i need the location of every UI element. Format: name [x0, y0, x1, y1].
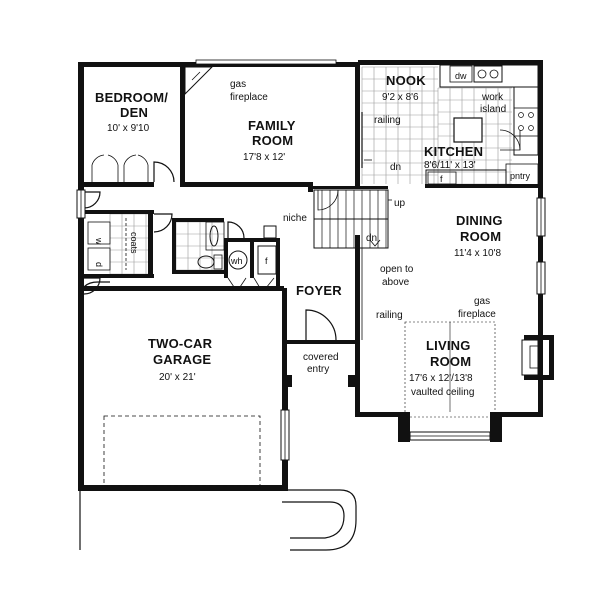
bedroom-dims: 10' x 9'10: [107, 123, 150, 134]
washer-label: w: [94, 237, 104, 245]
fridge-label: f: [440, 174, 443, 184]
bedroom-name-1: BEDROOM/: [95, 90, 168, 105]
garage-door: [103, 415, 261, 487]
family-name-2: ROOM: [252, 133, 293, 148]
annotation-labels: gas fireplace railing dn up dn open to a…: [94, 71, 531, 321]
living-name-2: ROOM: [430, 354, 471, 369]
coats-label: coats: [129, 232, 139, 254]
stairs: [313, 112, 392, 340]
nook-dims: 9'2 x 8'6: [382, 92, 419, 103]
bedroom-name-2: DEN: [120, 105, 148, 120]
open-to-label-1: open to: [380, 264, 414, 275]
living-fireplace-label-2: fireplace: [458, 309, 496, 320]
family-name-1: FAMILY: [248, 118, 296, 133]
dn-stair-label: dn: [366, 233, 377, 244]
living-dims: 17'6 x 12'/13'8: [409, 373, 473, 384]
covered-entry-1: covered: [303, 352, 339, 363]
family-fireplace-label-2: fireplace: [230, 92, 268, 103]
garage-name-1: TWO-CAR: [148, 336, 213, 351]
open-to-label-2: above: [382, 277, 410, 288]
garage-dims: 20' x 21': [159, 372, 196, 383]
dn-kitchen-label: dn: [390, 162, 401, 173]
family-fireplace: [184, 66, 214, 96]
covered-entry-2: entry: [307, 364, 329, 375]
family-dims: 17'8 x 12': [243, 152, 285, 163]
kitchen-dims: 8'6/11' x 13': [424, 160, 476, 171]
living-note: vaulted ceiling: [411, 387, 474, 398]
door-swings: [83, 129, 521, 341]
dw-label: dw: [455, 71, 467, 81]
furnace-label: f: [265, 256, 268, 266]
living-name-1: LIVING: [426, 338, 471, 353]
niche-box: [263, 225, 277, 239]
garage-name-2: GARAGE: [153, 352, 211, 367]
living-partition: [404, 321, 496, 418]
water-heater-label: wh: [230, 256, 243, 266]
bath-fixtures: [87, 218, 277, 275]
dining-name-1: DINING: [456, 213, 503, 228]
kitchen-name: KITCHEN: [424, 144, 483, 159]
railing-nook-label: railing: [374, 115, 401, 126]
dining-name-2: ROOM: [460, 229, 501, 244]
niche-label: niche: [283, 213, 307, 224]
pntry-label: pntry: [510, 171, 531, 181]
kitchen-fixtures: [425, 64, 539, 187]
nook-tile-floor: [361, 66, 512, 185]
windows: [76, 59, 546, 461]
nook-name: NOOK: [386, 73, 426, 88]
dryer-label: d: [94, 262, 104, 267]
family-fireplace-label-1: gas: [230, 79, 246, 90]
room-labels: BEDROOM/ DEN 10' x 9'10 FAMILY ROOM 17'8…: [95, 73, 503, 398]
living-fireplace: [521, 339, 539, 376]
up-label: up: [394, 198, 406, 209]
foyer-name: FOYER: [296, 283, 342, 298]
living-fireplace-label-1: gas: [474, 296, 490, 307]
work-island-label-2: island: [480, 104, 506, 115]
dining-dims: 11'4 x 10'8: [454, 248, 501, 259]
laundry-tile-floor: [109, 213, 148, 275]
railing-living-label: railing: [376, 310, 403, 321]
work-island-label-1: work: [481, 92, 504, 103]
